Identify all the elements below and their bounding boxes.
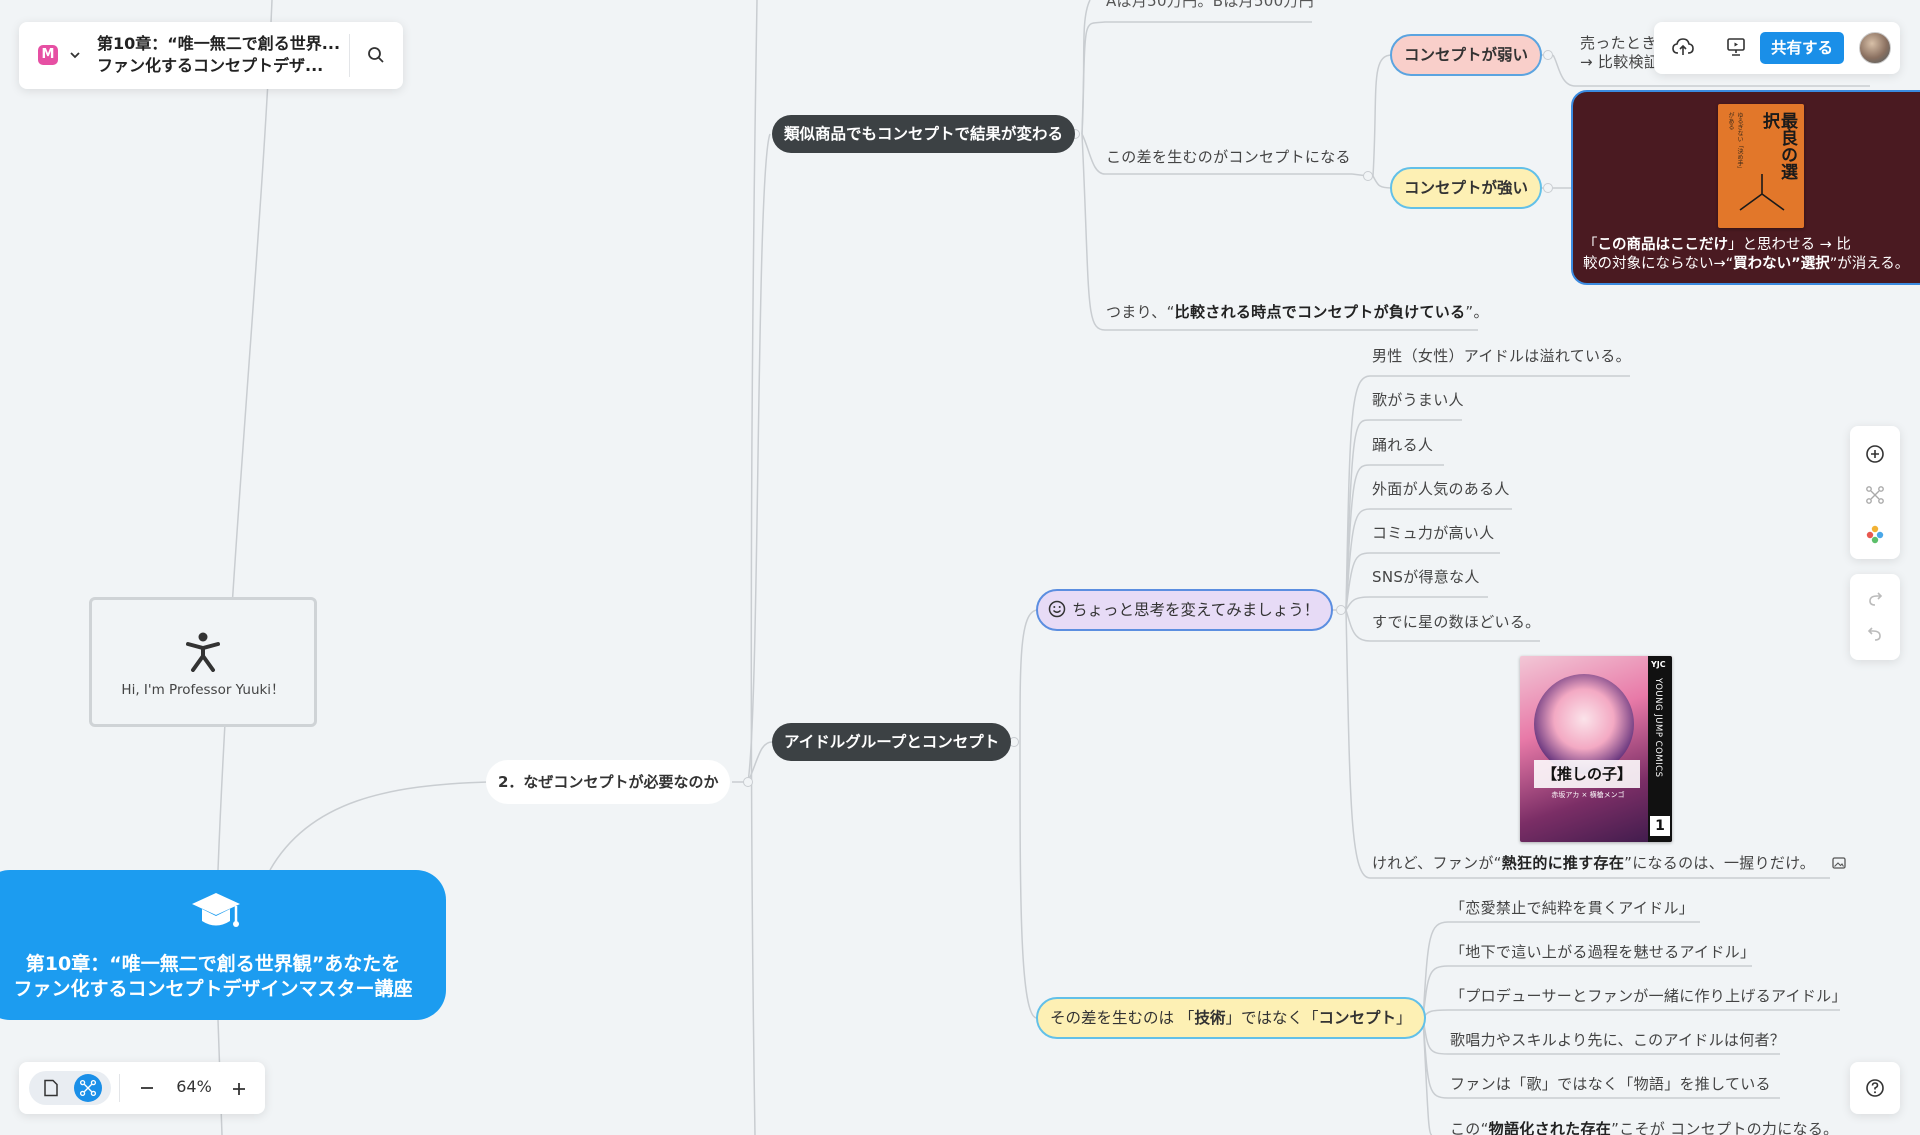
undo-icon[interactable] xyxy=(1866,625,1884,643)
leaf-idol[interactable]: 踊れる人 xyxy=(1372,436,1434,454)
graduation-cap-icon xyxy=(192,893,240,927)
leaf-idol[interactable]: すでに星の数ほどいる。 xyxy=(1372,613,1541,631)
smile-icon xyxy=(1048,600,1066,618)
node-why-concept[interactable]: 2．なぜコンセプトが必要なのか xyxy=(486,760,731,804)
note-card-text: 「この商品はここだけ」と思わせる → 比 較の対象にならない→“買わない”選択”… xyxy=(1583,237,1910,272)
leaf-fan[interactable]: けれど、ファンが“熱狂的に推す存在”になるのは、一握りだけ。 xyxy=(1372,852,1846,873)
image-icon[interactable] xyxy=(1832,857,1846,869)
root-node[interactable]: 第10章：“唯一無二で創る世界観”あなたを ファン化するコンセプトデザインマスタ… xyxy=(0,870,446,1020)
presentation-icon[interactable] xyxy=(1726,37,1746,57)
connector-dot[interactable] xyxy=(743,777,753,787)
connector-dot[interactable] xyxy=(1336,605,1346,615)
avatar[interactable] xyxy=(1859,32,1891,64)
divider xyxy=(349,34,350,77)
help-panel xyxy=(1850,1062,1900,1114)
view-zoom-panel: 64% xyxy=(19,1062,265,1114)
cloud-upload-icon[interactable] xyxy=(1672,37,1694,57)
root-title: 第10章：“唯一無二で創る世界観”あなたを ファン化するコンセプトデザインマスタ… xyxy=(13,953,413,1000)
node-similar-products[interactable]: 類似商品でもコンセプトで結果が変わる xyxy=(772,115,1076,153)
leaf-concept-example[interactable]: ファンは「歌」ではなく「物語」を推している xyxy=(1450,1075,1771,1093)
leaf-text[interactable]: Aは月50万円。Bは月500万円 xyxy=(1106,0,1315,10)
chevron-down-icon[interactable] xyxy=(69,49,81,61)
palette-icon[interactable] xyxy=(1865,524,1885,544)
leaf-concept-example[interactable]: 「恋愛禁止で純粋を貫くアイドル」 xyxy=(1450,899,1695,917)
app-logo-icon[interactable]: M xyxy=(38,45,58,65)
add-circle-icon[interactable] xyxy=(1865,444,1885,464)
person-icon xyxy=(186,632,220,672)
manga-spine xyxy=(1648,656,1672,842)
book-arrow-graphic xyxy=(1739,174,1785,211)
leaf-summary[interactable]: つまり、“比較される時点でコンセプトが負けている”。 xyxy=(1106,303,1489,321)
mindmap-view-icon xyxy=(79,1079,97,1097)
connector-dot[interactable] xyxy=(1543,183,1553,193)
right-tools-panel xyxy=(1850,426,1900,559)
leaf-idol[interactable]: 歌がうまい人 xyxy=(1372,391,1464,409)
document-title[interactable]: 第10章：“唯一無二で創る世界... ファン化するコンセプトデザ... xyxy=(97,34,341,75)
share-button[interactable]: 共有する xyxy=(1760,32,1845,64)
leaf-idol[interactable]: 外面が人気のある人 xyxy=(1372,480,1510,498)
connector-dot[interactable] xyxy=(1363,171,1373,181)
history-panel xyxy=(1850,574,1900,660)
leaf-concept-example[interactable]: 「地下で這い上がる過程を魅せるアイドル」 xyxy=(1450,943,1756,961)
divider xyxy=(119,1074,120,1102)
book-cover-image[interactable]: 最良の選択 ゆるぎない「決め手」がある xyxy=(1718,104,1804,228)
node-diff-concept[interactable]: その差を生むのは 「技術」ではなく「コンセプト」 xyxy=(1036,997,1426,1039)
node-weak-concept[interactable]: コンセプトが弱い xyxy=(1390,34,1543,76)
top-toolbar: 共有する xyxy=(1654,22,1900,74)
zoom-in-icon[interactable] xyxy=(231,1081,247,1097)
zoom-level[interactable]: 64% xyxy=(176,1077,212,1096)
search-icon[interactable] xyxy=(367,46,385,64)
mindmap-view-button[interactable] xyxy=(74,1074,102,1102)
leaf-idol[interactable]: コミュ力が高い人 xyxy=(1372,524,1495,542)
zoom-out-icon[interactable] xyxy=(139,1081,155,1095)
node-idol-groups[interactable]: アイドルグループとコンセプト xyxy=(772,723,1012,761)
leaf-weak-detail[interactable]: 売ったとき → 比較検証 xyxy=(1580,34,1660,71)
avatar-card[interactable]: Hi, I'm Professor Yuuki！ xyxy=(89,597,317,727)
leaf-concept-example[interactable]: 「プロデューサーとファンが一緒に作り上げるアイドル」 xyxy=(1450,987,1847,1005)
node-change-thinking[interactable]: ちょっと思考を変えてみましょう！ xyxy=(1036,589,1334,631)
redo-icon[interactable] xyxy=(1866,590,1884,608)
connector-dot[interactable] xyxy=(1543,50,1553,60)
note-card-strong[interactable]: 最良の選択 ゆるぎない「決め手」がある 「この商品はここだけ」と思わせる → 比… xyxy=(1571,90,1920,285)
document-view-icon[interactable] xyxy=(43,1079,59,1097)
mindmap-icon[interactable] xyxy=(1865,485,1885,505)
manga-character-graphic xyxy=(1534,674,1634,774)
leaf-idol[interactable]: 男性（女性）アイドルは溢れている。 xyxy=(1372,347,1631,365)
manga-cover-image[interactable]: YJC YOUNG JUMP COMICS 1 【推しの子】 赤坂アカ × 横槍… xyxy=(1520,656,1672,842)
leaf-idol[interactable]: SNSが得意な人 xyxy=(1372,568,1480,586)
node-strong-concept[interactable]: コンセプトが強い xyxy=(1390,167,1543,209)
leaf-this-diff[interactable]: この差を生むのがコンセプトになる xyxy=(1106,148,1351,166)
document-header: M 第10章：“唯一無二で創る世界... ファン化するコンセプトデザ... xyxy=(19,22,403,89)
leaf-concept-example[interactable]: 歌唱力やスキルより先に、このアイドルは何者？ xyxy=(1450,1031,1786,1049)
leaf-concept-example[interactable]: この“物語化された存在”こそが コンセプトの力になる。 xyxy=(1450,1120,1839,1135)
help-icon[interactable] xyxy=(1865,1078,1885,1098)
